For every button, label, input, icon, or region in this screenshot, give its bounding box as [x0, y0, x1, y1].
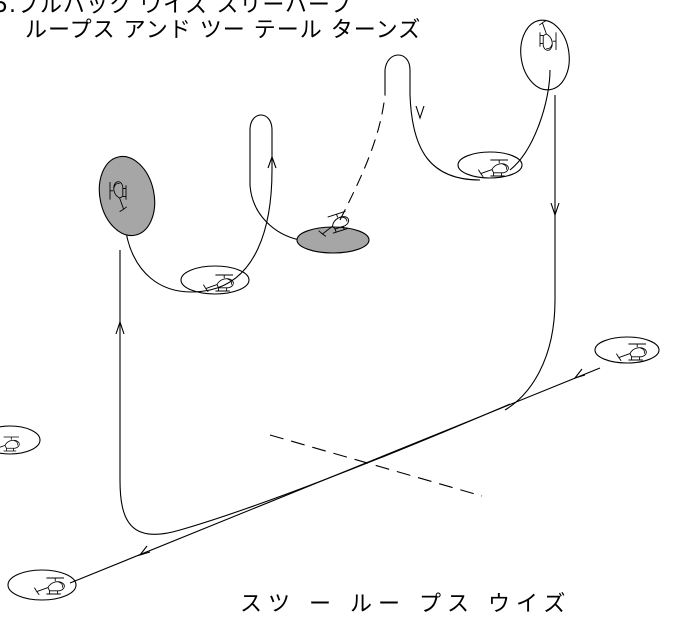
helicopter-icon: [615, 343, 647, 362]
flight-path-top: [509, 69, 551, 171]
flight-path-descent: [504, 95, 556, 411]
rotor-disc-shaded-2: [296, 226, 370, 254]
title-line-1: 5.プルバック ウイズ スリーハーフ: [0, 0, 353, 18]
dashed-cross-line: [269, 434, 483, 497]
helicopter-icon: [33, 577, 65, 596]
path-arrow-down-1: [415, 105, 425, 120]
rotor-disc-6: [7, 569, 77, 601]
path-arrow-down-2: [550, 202, 560, 217]
rotor-disc-2: [457, 151, 523, 179]
title-line-2: ループス アンド ツー テール ターンズ: [25, 18, 422, 43]
rotor-disc-5: [0, 425, 41, 455]
helicopter-icon: [538, 19, 557, 51]
helicopter-icon: [0, 436, 20, 453]
ground-arrow-2: [573, 368, 586, 380]
flight-path-loop-1: [124, 114, 301, 293]
path-arrow-up-1: [115, 320, 125, 335]
flight-path-entry: [119, 250, 511, 535]
flight-path-dashed: [339, 94, 386, 221]
flight-path-loop-2: [384, 54, 481, 181]
path-arrow-up-2: [267, 155, 277, 169]
rotor-disc-shaded-1: [98, 155, 156, 237]
helicopter-icon: [202, 274, 234, 293]
rotor-disc-4: [594, 336, 660, 364]
ground-arrow-1: [138, 545, 151, 557]
helicopter-icon: [477, 159, 509, 178]
rotor-disc-1: [180, 265, 250, 295]
rotor-disc-3: [520, 19, 570, 91]
